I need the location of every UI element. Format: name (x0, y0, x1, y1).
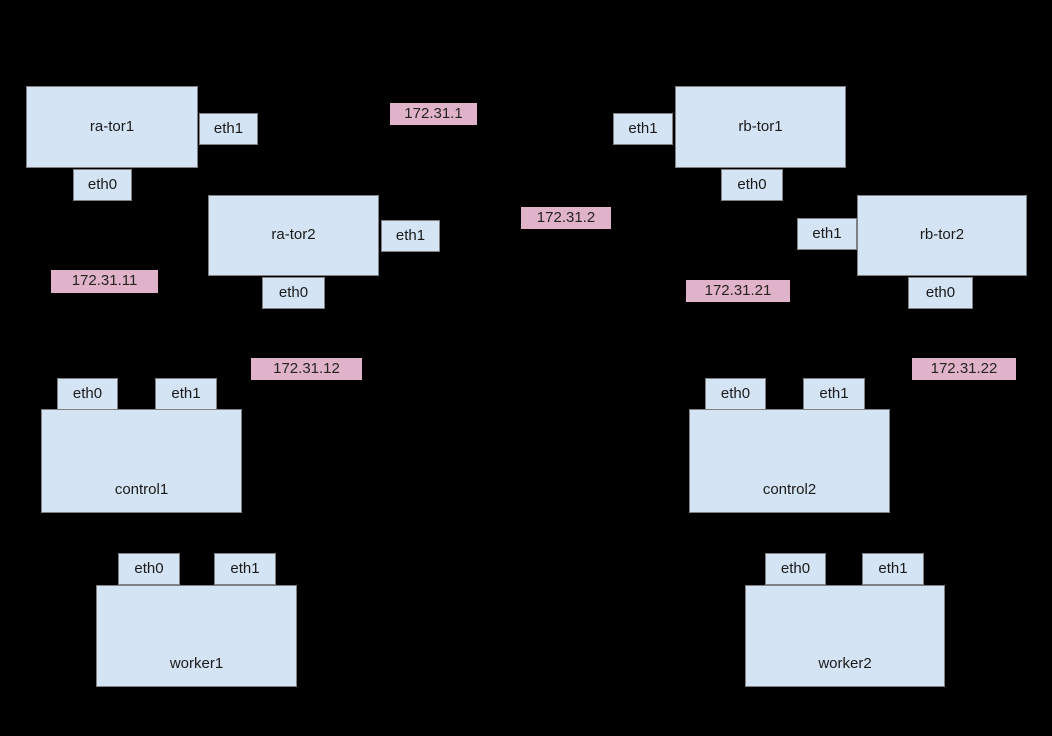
ip-label-ip-172-31-12[interactable]: 172.31.12 (251, 358, 362, 380)
ip-label-ip-172-31-11[interactable]: 172.31.11 (51, 270, 158, 293)
device-node-control1[interactable]: control1 (41, 409, 242, 513)
device-label: control1 (114, 480, 169, 498)
ip-label-ip-172-31-22[interactable]: 172.31.22 (912, 358, 1016, 380)
port-label: eth1 (878, 559, 908, 577)
port-node-rb-tor2-eth0[interactable]: eth0 (908, 277, 973, 309)
port-label: eth1 (819, 384, 849, 402)
port-node-rb-tor1-eth1[interactable]: eth1 (613, 113, 673, 145)
device-node-rb-tor1[interactable]: rb-tor1 (675, 86, 846, 168)
port-label: eth0 (925, 283, 956, 301)
device-label: rb-tor1 (738, 117, 783, 135)
device-label: ra-tor2 (271, 226, 316, 244)
port-node-ra-tor2-eth1[interactable]: eth1 (381, 220, 440, 252)
port-node-control1-eth0[interactable]: eth0 (57, 378, 118, 410)
port-node-worker1-eth0[interactable]: eth0 (118, 553, 180, 585)
port-node-control2-eth1[interactable]: eth1 (803, 378, 865, 410)
port-label: eth0 (720, 384, 751, 402)
ip-label-ip-172-31-1[interactable]: 172.31.1 (390, 103, 477, 125)
port-label: eth1 (395, 226, 426, 244)
device-label: control2 (762, 480, 817, 498)
device-node-ra-tor1[interactable]: ra-tor1 (26, 86, 198, 168)
port-label: eth1 (230, 559, 260, 577)
port-label: eth1 (812, 224, 842, 242)
port-label: eth1 (213, 119, 244, 137)
port-label: eth0 (780, 559, 811, 577)
device-node-control2[interactable]: control2 (689, 409, 890, 513)
device-node-worker1[interactable]: worker1 (96, 585, 297, 687)
device-node-ra-tor2[interactable]: ra-tor2 (208, 195, 379, 276)
port-label: eth1 (171, 384, 201, 402)
port-node-worker2-eth1[interactable]: eth1 (862, 553, 924, 585)
device-label: worker1 (169, 654, 224, 672)
device-label: rb-tor2 (919, 226, 965, 244)
device-label: ra-tor1 (89, 117, 135, 135)
port-label: eth1 (628, 119, 658, 137)
port-node-ra-tor1-eth0[interactable]: eth0 (73, 169, 132, 201)
port-label: eth0 (737, 175, 767, 193)
device-node-worker2[interactable]: worker2 (745, 585, 945, 687)
ip-label-ip-172-31-2[interactable]: 172.31.2 (521, 207, 611, 229)
port-node-control1-eth1[interactable]: eth1 (155, 378, 217, 410)
port-node-rb-tor1-eth0[interactable]: eth0 (721, 169, 783, 201)
port-node-ra-tor2-eth0[interactable]: eth0 (262, 277, 325, 309)
port-label: eth0 (134, 559, 164, 577)
port-node-ra-tor1-eth1[interactable]: eth1 (199, 113, 258, 145)
port-label: eth0 (72, 384, 103, 402)
port-node-worker2-eth0[interactable]: eth0 (765, 553, 826, 585)
port-node-rb-tor2-eth1[interactable]: eth1 (797, 218, 857, 250)
device-label: worker2 (818, 654, 872, 672)
port-label: eth0 (278, 283, 309, 301)
port-label: eth0 (87, 175, 118, 193)
device-node-rb-tor2[interactable]: rb-tor2 (857, 195, 1027, 276)
port-node-control2-eth0[interactable]: eth0 (705, 378, 766, 410)
ip-label-ip-172-31-21[interactable]: 172.31.21 (686, 280, 790, 302)
port-node-worker1-eth1[interactable]: eth1 (214, 553, 276, 585)
